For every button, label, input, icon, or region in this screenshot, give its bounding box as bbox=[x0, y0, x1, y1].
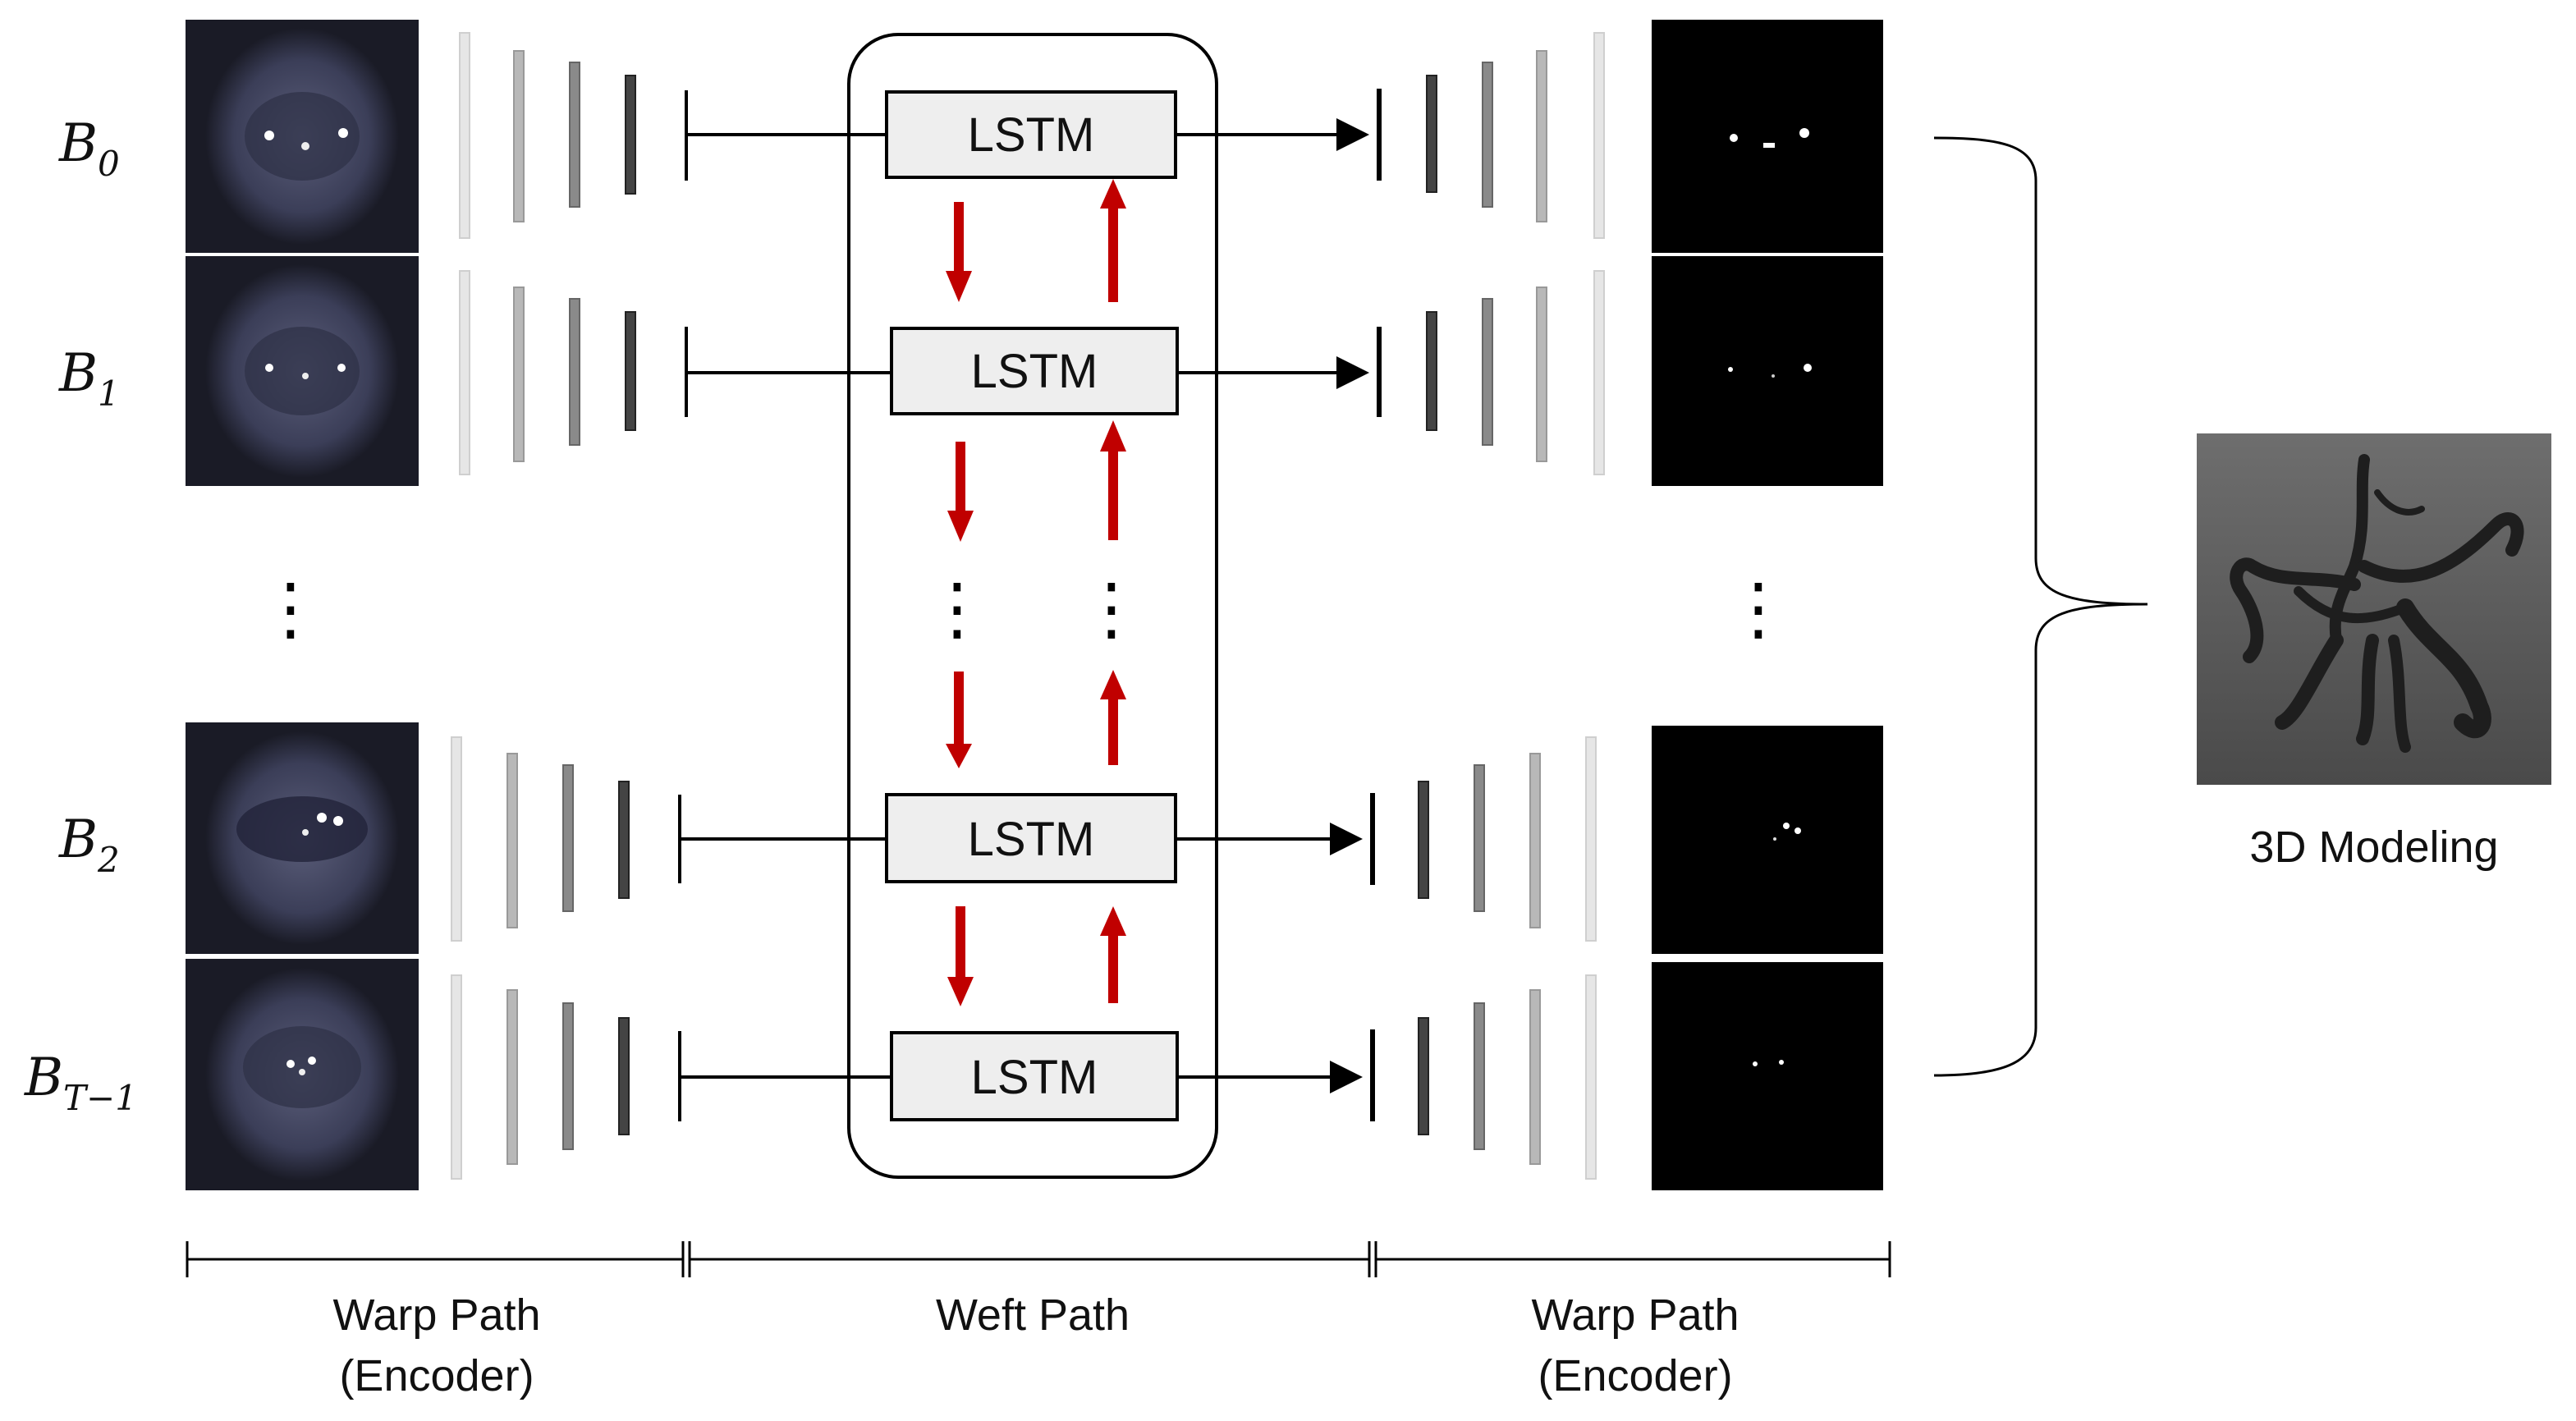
decoder-layers-b1 bbox=[1426, 270, 1605, 475]
mask-output-b1 bbox=[1652, 256, 1883, 486]
section-title-weft: Weft Path bbox=[936, 1290, 1130, 1340]
lstm-block-bt1: LSTM bbox=[890, 1031, 1179, 1121]
lstm-label: LSTM bbox=[968, 108, 1095, 162]
mask-output-bt1 bbox=[1652, 962, 1883, 1190]
encoder-layers-bt1 bbox=[451, 974, 630, 1180]
mask-output-b2 bbox=[1652, 726, 1883, 954]
encoder-layers-b0 bbox=[459, 32, 636, 239]
up-arrow-icon bbox=[1100, 906, 1126, 1003]
mri-slice-b2 bbox=[186, 722, 419, 954]
decoder-layers-b2 bbox=[1418, 736, 1597, 942]
3d-model-image bbox=[2197, 433, 2551, 785]
section-title-warp-right: Warp Path bbox=[1531, 1290, 1739, 1340]
section-ruler bbox=[186, 1241, 1891, 1277]
down-arrow-icon bbox=[947, 906, 974, 1006]
ellipsis-weft-up: ⋮ bbox=[1077, 568, 1146, 649]
red-arrows bbox=[946, 179, 1126, 1006]
lstm-label: LSTM bbox=[968, 813, 1095, 866]
lstm-block-b1: LSTM bbox=[890, 327, 1179, 415]
row-connection-b1 bbox=[685, 327, 1382, 417]
down-arrow-icon bbox=[946, 202, 972, 302]
ellipsis-left: ⋮ bbox=[256, 568, 325, 649]
section-subtitle-warp-right: (Encoder) bbox=[1538, 1351, 1732, 1400]
lstm-label: LSTM bbox=[971, 1051, 1098, 1104]
row-connection-b2 bbox=[678, 793, 1375, 885]
row-label-b0: B0 bbox=[58, 113, 120, 184]
up-arrow-icon bbox=[1100, 670, 1126, 765]
down-arrow-icon bbox=[946, 672, 972, 768]
lstm-block-b2: LSTM bbox=[885, 793, 1177, 883]
section-subtitle-warp-left: (Encoder) bbox=[339, 1351, 534, 1400]
grouping-brace bbox=[1933, 136, 2148, 1077]
section-title-warp-left: Warp Path bbox=[332, 1290, 540, 1340]
row-connection-bt1 bbox=[678, 1029, 1375, 1121]
ellipsis-weft-down: ⋮ bbox=[923, 568, 992, 649]
row-label-b1: B1 bbox=[58, 343, 120, 414]
row-connection-b0 bbox=[685, 89, 1382, 181]
row-label-bt1: BT−1 bbox=[24, 1047, 137, 1118]
decoder-layers-bt1 bbox=[1418, 974, 1597, 1180]
encoder-layers-b1 bbox=[459, 270, 636, 475]
lstm-block-b0: LSTM bbox=[885, 90, 1177, 179]
up-arrow-icon bbox=[1100, 179, 1126, 302]
mask-output-b0 bbox=[1652, 20, 1883, 253]
row-label-b2: B2 bbox=[58, 809, 120, 880]
lstm-label: LSTM bbox=[971, 345, 1098, 398]
mri-slice-b0 bbox=[186, 20, 419, 253]
output-label: 3D Modeling bbox=[2249, 823, 2498, 872]
down-arrow-icon bbox=[947, 442, 974, 542]
mri-slice-b1 bbox=[186, 256, 419, 486]
ellipsis-right: ⋮ bbox=[1724, 568, 1793, 649]
weft-path-container bbox=[847, 33, 1218, 1179]
mri-slice-bt1 bbox=[186, 959, 419, 1190]
decoder-layers-b0 bbox=[1426, 32, 1605, 239]
encoder-layers-b2 bbox=[451, 736, 630, 942]
up-arrow-icon bbox=[1100, 420, 1126, 540]
